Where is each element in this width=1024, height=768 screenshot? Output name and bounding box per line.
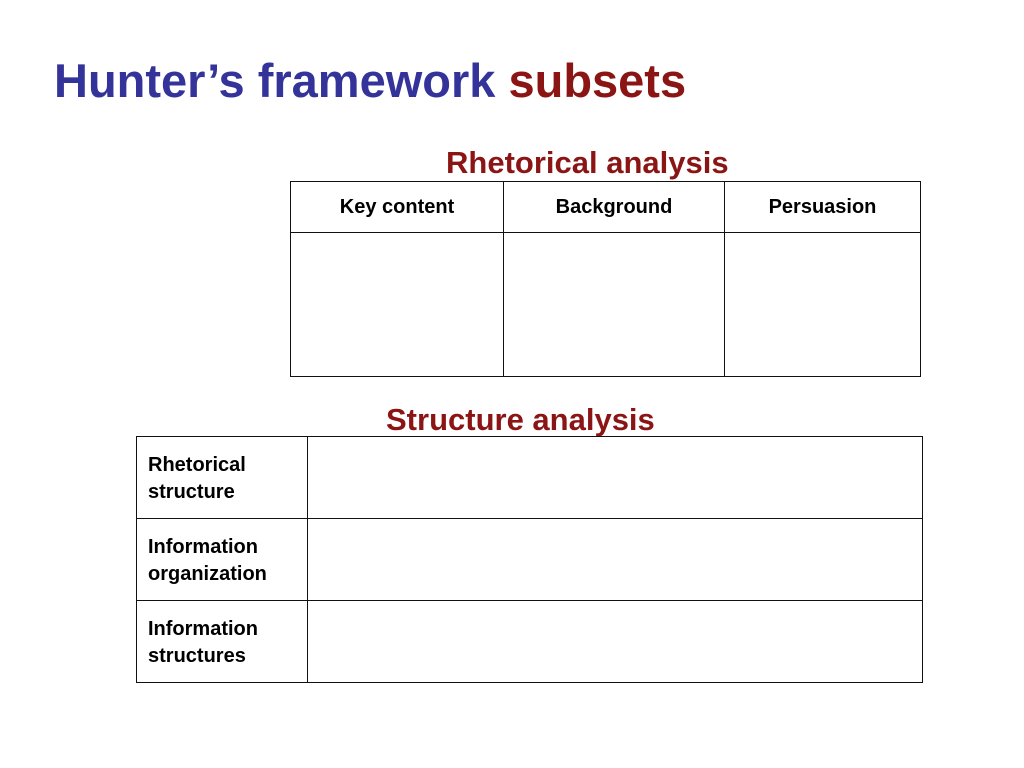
row-label-line: Information <box>148 618 258 640</box>
table-header-row: Key content Background Persuasion <box>290 181 921 233</box>
structure-analysis-heading: Structure analysis <box>386 402 655 437</box>
row-label-line: structures <box>148 645 246 667</box>
persuasion-cell <box>724 232 921 377</box>
row-label-information-organization: Information organization <box>136 518 308 601</box>
row-label-rhetorical-structure: Rhetorical structure <box>136 436 308 519</box>
title-highlight-text: subsets <box>508 54 687 107</box>
slide-title: Hunter’s framework subsets <box>54 52 686 110</box>
title-main-text: Hunter’s framework <box>54 54 496 107</box>
structure-analysis-table: Rhetorical structure Information organiz… <box>136 436 923 683</box>
row-label-line: Rhetorical <box>148 454 246 476</box>
rhetorical-structure-cell <box>307 436 923 519</box>
information-structures-cell <box>307 600 923 683</box>
table-row <box>290 232 921 377</box>
key-content-cell <box>290 232 504 377</box>
row-label-line: structure <box>148 481 235 503</box>
table-row: Information structures <box>136 600 923 683</box>
rhetorical-analysis-table: Key content Background Persuasion <box>290 181 921 377</box>
rhetorical-analysis-heading: Rhetorical analysis <box>446 145 729 180</box>
column-header-persuasion: Persuasion <box>724 181 921 233</box>
table-row: Information organization <box>136 518 923 601</box>
column-header-key-content: Key content <box>290 181 504 233</box>
column-header-background: Background <box>503 181 725 233</box>
row-label-line: organization <box>148 563 267 585</box>
table-row: Rhetorical structure <box>136 436 923 519</box>
row-label-information-structures: Information structures <box>136 600 308 683</box>
row-label-line: Information <box>148 536 258 558</box>
information-organization-cell <box>307 518 923 601</box>
background-cell <box>503 232 725 377</box>
